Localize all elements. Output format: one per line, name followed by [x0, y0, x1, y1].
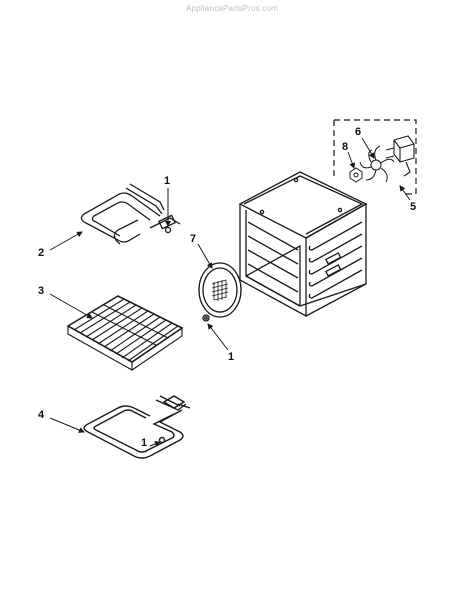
fan-motor-assembly [333, 119, 417, 195]
callout-2: 2 [38, 247, 44, 259]
oven-cavity [238, 171, 368, 318]
callout-8: 8 [342, 141, 348, 153]
convection-fan-cover [198, 262, 242, 322]
callout-7: 7 [190, 233, 196, 245]
callout-5: 5 [410, 201, 416, 213]
leader-lines [49, 137, 411, 447]
bake-element [83, 395, 191, 459]
callout-3: 3 [38, 285, 44, 297]
callout-1-bottom: 1 [141, 437, 147, 449]
broil-element [80, 183, 181, 245]
callout-4: 4 [38, 409, 45, 421]
callout-1-top: 1 [164, 175, 170, 187]
site-watermark: AppliancePartsPros.com [186, 4, 278, 13]
callout-6: 6 [355, 126, 361, 138]
callout-1-mid: 1 [228, 351, 234, 363]
oven-rack [66, 295, 184, 371]
